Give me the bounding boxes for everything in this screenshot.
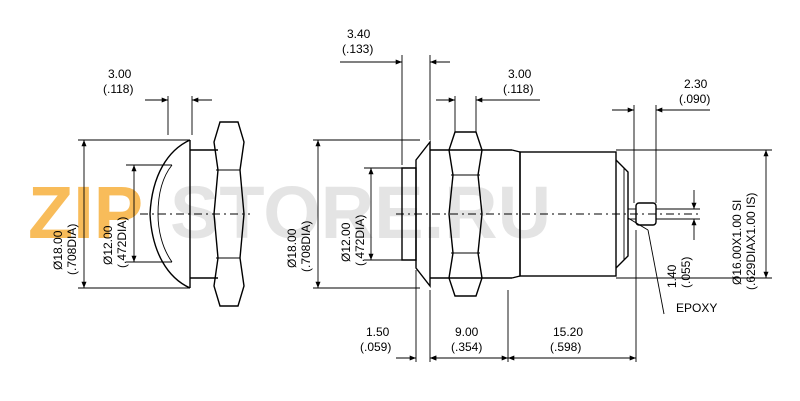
dim-nut-span-inch: (.354)	[451, 340, 482, 354]
dim-side-dia-outer-mm: Ø18.00	[285, 228, 299, 268]
dim-terminal-inch: (.090)	[679, 92, 710, 106]
front-hex-nut	[213, 121, 245, 307]
epoxy-label: EPOXY	[676, 301, 717, 315]
dim-front-depth-inch: (.118)	[103, 82, 133, 96]
front-lens-dome	[149, 139, 191, 289]
dim-side-dia-inner-inch: (.472DIA)	[353, 215, 367, 266]
dim-flange-inch: (.133)	[342, 42, 373, 56]
dim-lens-inch: (.059)	[360, 340, 391, 354]
dim-front-dia-outer-mm: Ø18.00	[51, 230, 65, 270]
dim-pin-mm: 1.40	[665, 264, 679, 288]
watermark: ZIP STORE.RU	[28, 171, 551, 254]
dim-nut-offset-mm: 3.00	[508, 67, 532, 81]
dim-nut-offset-inch: (.118)	[503, 82, 533, 96]
dim-pin-inch: (.055)	[679, 257, 693, 288]
dim-front-depth-mm: 3.00	[108, 67, 132, 81]
dim-body-length-mm: 15.20	[553, 325, 583, 339]
epoxy-leader	[647, 229, 665, 315]
front-view: 3.00 (.118) Ø18.00 (.708DIA) Ø12.00 (.47…	[51, 67, 250, 307]
dim-terminal-mm: 2.30	[684, 77, 708, 91]
watermark-prefix: ZIP	[28, 171, 143, 254]
dim-front-dia-outer-inch: (.708DIA)	[65, 224, 79, 275]
dim-nut-span-mm: 9.00	[455, 325, 479, 339]
side-hex-nut	[448, 131, 483, 297]
dim-side-dia-inner-mm: Ø12.00	[339, 222, 353, 262]
epoxy-end	[615, 159, 629, 269]
dim-front-dia-inner-mm: Ø12.00	[101, 225, 115, 265]
dim-thread-mm: Ø16.00X1.00 SI	[730, 200, 744, 285]
dim-front-dia-inner-inch: (.472DIA)	[115, 217, 129, 268]
side-flange	[415, 139, 431, 289]
dim-flange-mm: 3.40	[347, 27, 371, 41]
dim-thread-inch: (.629DIAX1.00 IS)	[744, 193, 758, 290]
dim-side-dia-outer-inch: (.708DIA)	[299, 221, 313, 272]
dim-lens-mm: 1.50	[366, 325, 390, 339]
side-view: Ø18.00 (.708DIA) Ø12.00 (.472DIA) 3.40 (…	[285, 27, 772, 362]
dim-body-length-inch: (.598)	[550, 340, 581, 354]
watermark-suffix: STORE.RU	[170, 171, 551, 254]
